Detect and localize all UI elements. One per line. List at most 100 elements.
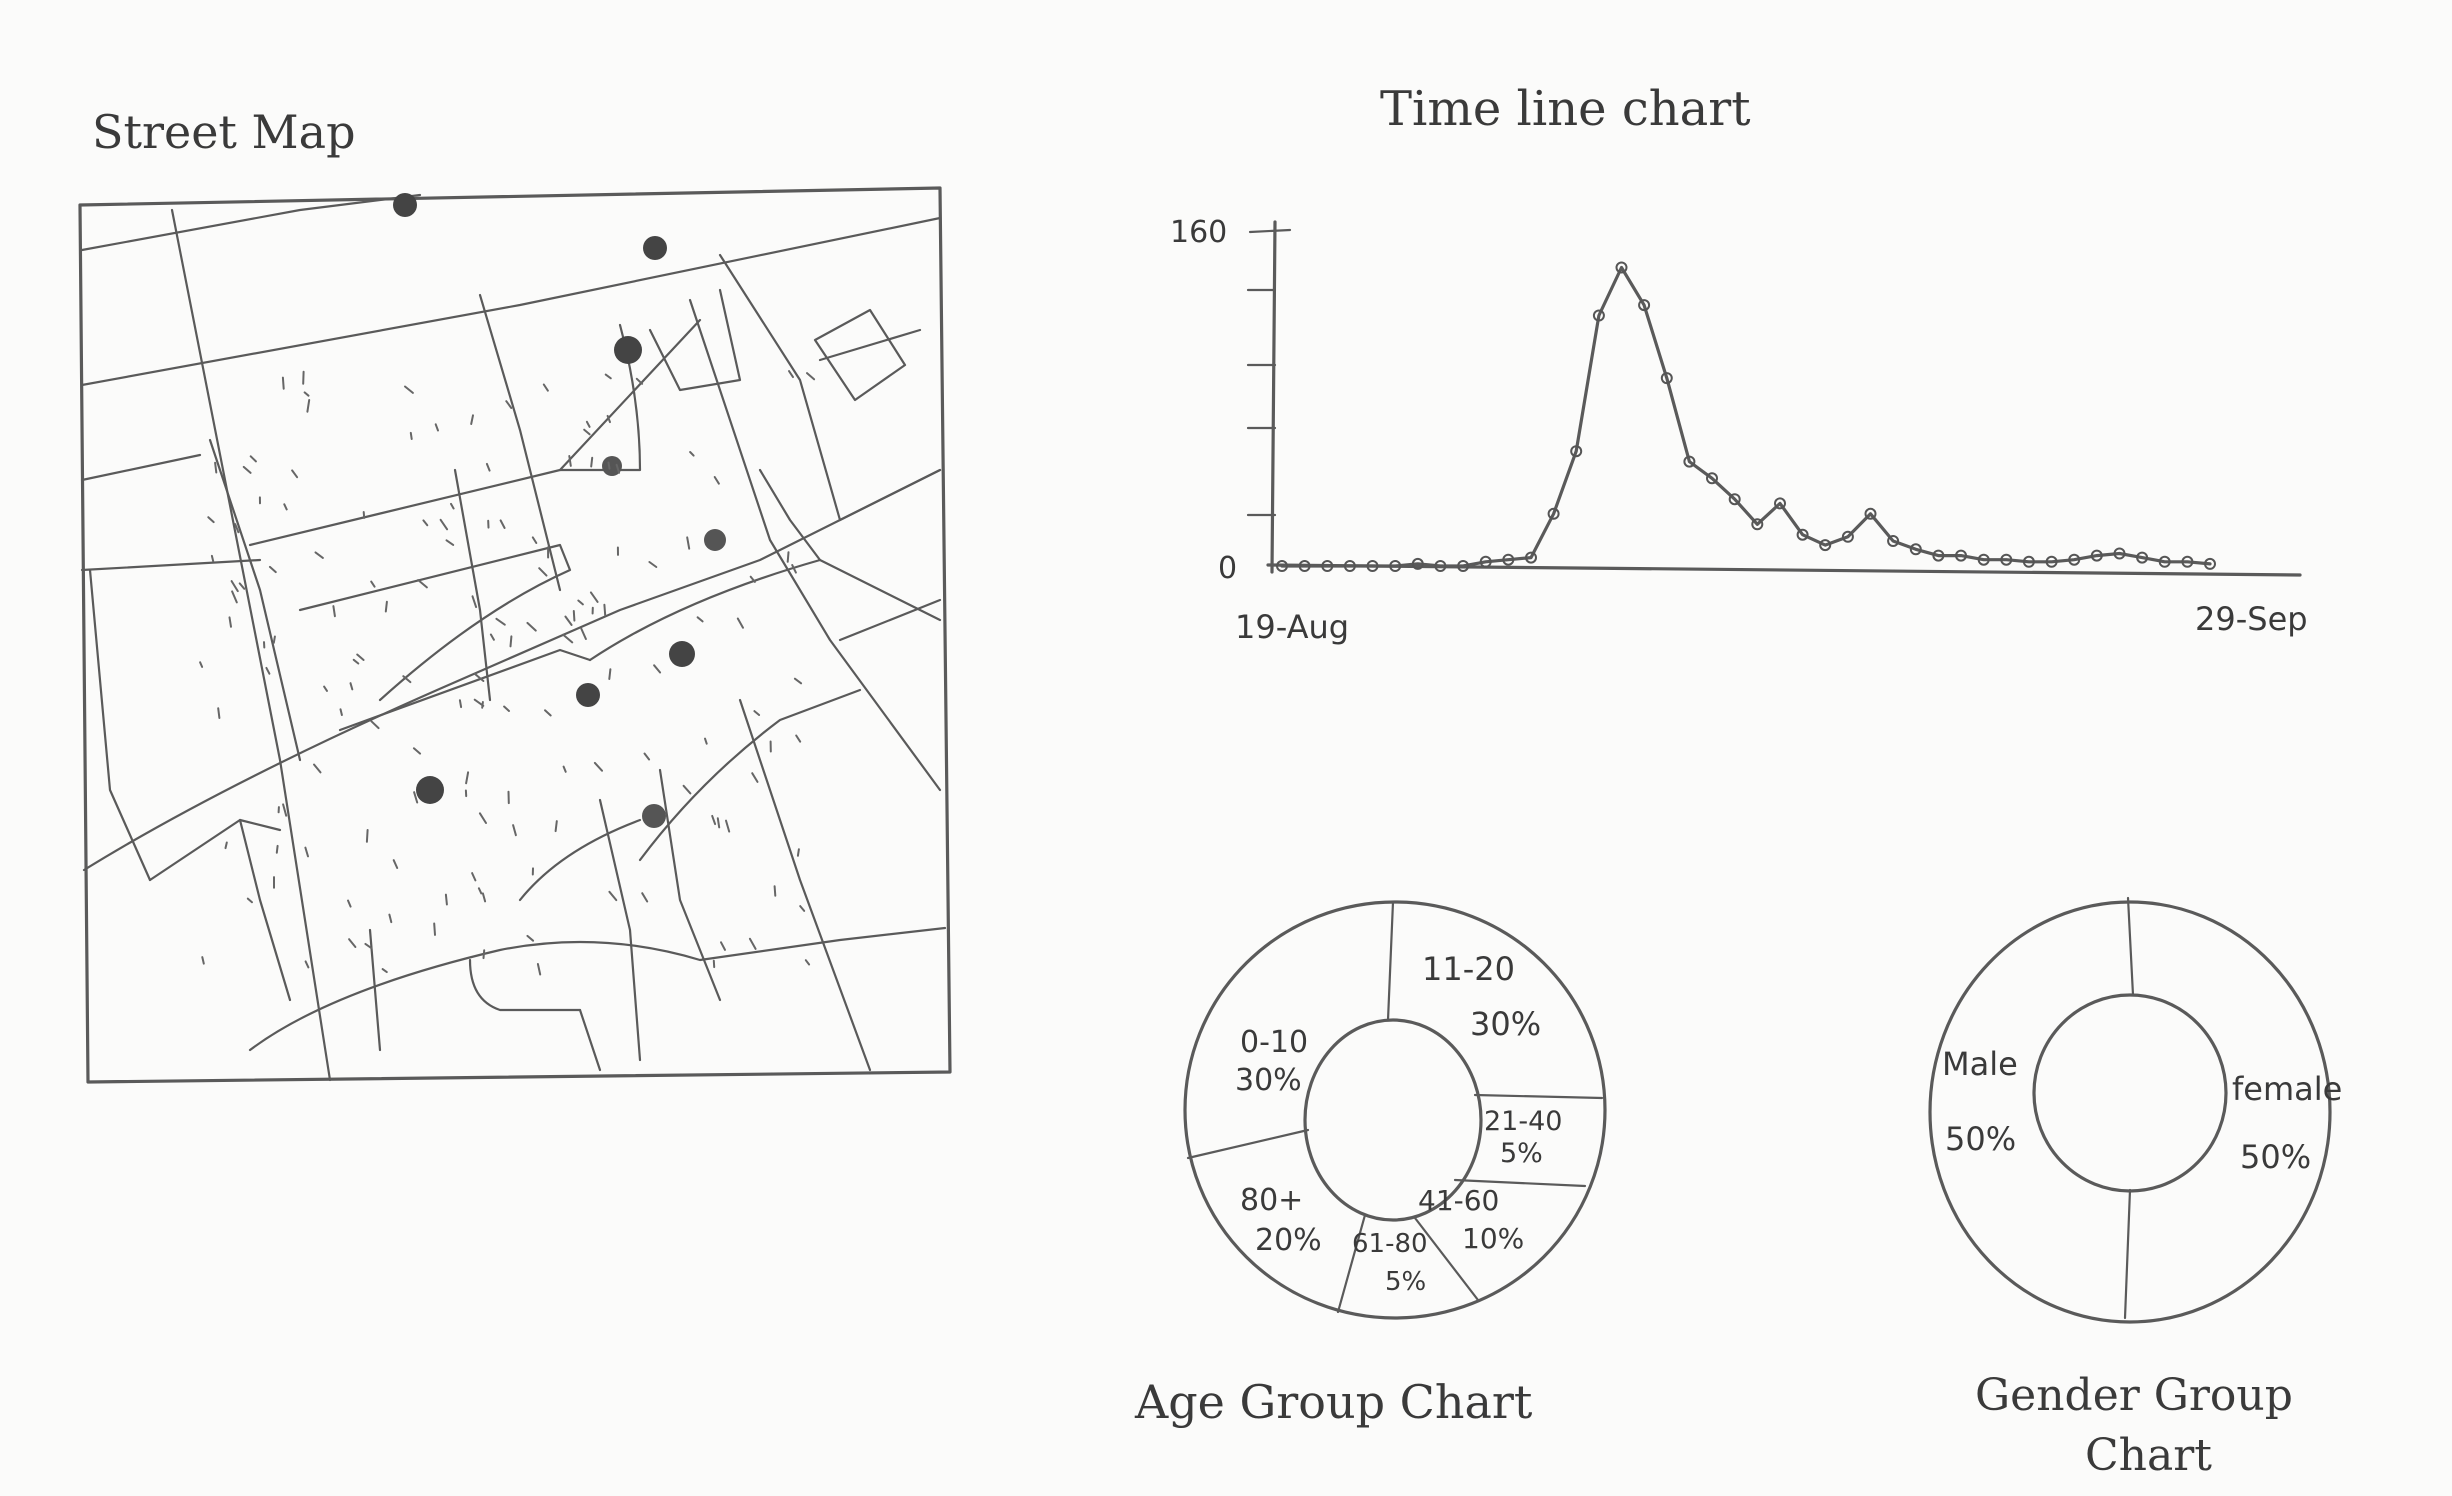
map-dash <box>580 627 587 640</box>
map-dash <box>224 841 228 850</box>
timeline-points <box>1276 261 2216 572</box>
map-street <box>588 558 942 662</box>
map-dash <box>471 872 477 882</box>
map-dash <box>526 934 535 942</box>
map-dash <box>439 518 449 531</box>
map-dash <box>268 565 277 574</box>
map-dash <box>590 456 594 468</box>
map-dash <box>433 922 436 936</box>
map-dash <box>465 771 470 785</box>
map-dash <box>234 523 240 534</box>
timeline-point <box>1525 551 1537 564</box>
map-street <box>818 328 922 362</box>
age-slice-label-41-60: 41-60 <box>1418 1184 1499 1217</box>
map-marker <box>416 776 444 804</box>
map-dash <box>473 672 485 682</box>
map-street <box>468 958 582 1012</box>
map-dash <box>583 428 591 436</box>
map-dash <box>384 600 388 613</box>
gender-slice-pct-male: 50% <box>1945 1120 2016 1158</box>
timeline-point <box>1706 472 1718 485</box>
map-marker <box>614 336 642 364</box>
map-dash <box>313 763 322 774</box>
timeline-point <box>1389 560 1402 572</box>
map-dash <box>365 829 369 843</box>
map-street <box>718 253 842 522</box>
map-frame <box>78 186 952 1084</box>
map-dash <box>704 737 708 745</box>
map-street <box>80 558 262 572</box>
timeline-point <box>2136 551 2149 564</box>
map-dash <box>795 734 802 743</box>
map-dash <box>477 887 483 895</box>
timeline-point <box>1570 445 1583 458</box>
map-dash <box>471 595 478 609</box>
map-dash <box>736 617 744 629</box>
map-dash <box>720 941 726 951</box>
map-marker <box>643 236 667 260</box>
timeline-point <box>1751 518 1764 531</box>
map-dash <box>339 708 343 716</box>
map-dash <box>392 859 399 869</box>
map-marker <box>576 683 600 707</box>
timeline-point <box>2181 555 2194 568</box>
timeline-point <box>1796 528 1809 541</box>
map-marker <box>704 529 726 551</box>
map-dash <box>499 519 506 529</box>
map-street <box>368 928 382 1052</box>
timeline-point <box>1411 557 1424 570</box>
gender-divider <box>2123 1188 2132 1320</box>
map-street <box>518 818 642 902</box>
map-street <box>148 818 282 882</box>
gender-chart-title-line2: Chart <box>2085 1430 2212 1481</box>
map-street <box>688 298 942 792</box>
timeline-x-start-label: 19-Aug <box>1235 608 1349 646</box>
map-dash <box>589 591 599 603</box>
map-street <box>170 208 332 1082</box>
timeline-point <box>2204 557 2216 570</box>
age-group-chart: 11-20 30% 21-40 5% 41-60 10% 61-80 5% 80… <box>1183 900 1607 1320</box>
map-dash <box>615 463 621 474</box>
timeline-point <box>2022 555 2035 568</box>
map-dash <box>201 956 205 965</box>
age-slice-pct-41-60: 10% <box>1462 1222 1524 1255</box>
gender-donut-inner <box>2032 993 2228 1193</box>
timeline-point <box>1615 261 1628 274</box>
timeline-point <box>2068 553 2081 566</box>
map-dash <box>653 664 662 674</box>
street-map <box>78 186 952 1084</box>
map-dash <box>217 707 221 719</box>
map-dash <box>332 605 336 618</box>
map-dash <box>362 511 366 519</box>
street-map-title: Street Map <box>92 105 356 159</box>
map-dash <box>485 462 491 472</box>
map-dash <box>603 603 607 617</box>
map-dash <box>682 784 692 795</box>
map-dash <box>470 414 474 425</box>
map-street <box>738 698 872 1072</box>
map-street <box>638 688 862 862</box>
timeline-x-end-label: 29-Sep <box>2195 600 2308 638</box>
map-street <box>80 193 422 252</box>
map-dash <box>434 423 439 432</box>
map-dash <box>716 817 721 829</box>
map-dash <box>641 892 649 903</box>
timeline-point <box>2158 555 2171 568</box>
map-dash <box>635 377 644 385</box>
timeline-point <box>1932 549 1945 562</box>
timeline-point <box>1683 455 1696 468</box>
map-dash <box>643 752 651 761</box>
map-dash <box>804 959 811 966</box>
timeline-title: Time line chart <box>1380 81 1750 137</box>
map-dash <box>306 399 311 413</box>
map-dash <box>503 705 510 712</box>
timeline-point <box>1502 553 1515 566</box>
timeline-point <box>2090 549 2103 562</box>
map-dash <box>246 897 253 904</box>
map-dash <box>238 582 246 590</box>
map-dash <box>444 893 448 906</box>
age-slice-pct-0-10: 30% <box>1235 1063 1302 1098</box>
map-dash <box>648 561 658 568</box>
map-marker <box>602 456 622 476</box>
timeline-point <box>1819 539 1832 552</box>
